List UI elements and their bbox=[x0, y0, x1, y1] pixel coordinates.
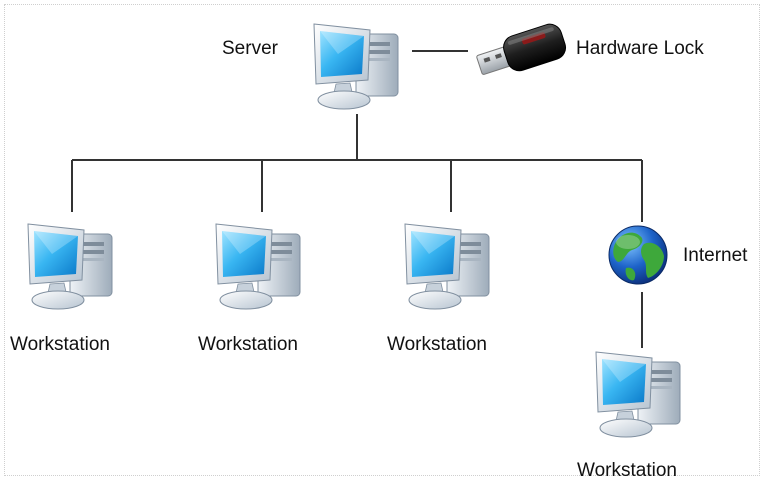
globe-icon bbox=[608, 225, 668, 285]
usb-dongle-icon bbox=[476, 23, 567, 75]
workstation-4-label: Workstation bbox=[577, 460, 677, 481]
hardware-lock-label: Hardware Lock bbox=[576, 38, 704, 59]
diagram-frame bbox=[4, 4, 760, 476]
connector-lines bbox=[71, 50, 643, 348]
workstation-2-label: Workstation bbox=[198, 334, 298, 355]
workstation-2-computer-icon bbox=[215, 223, 301, 310]
workstation-4-computer-icon bbox=[595, 351, 681, 438]
workstation-3-label: Workstation bbox=[387, 334, 487, 355]
workstation-1-computer-icon bbox=[27, 223, 113, 310]
server-computer-icon bbox=[313, 23, 399, 110]
server-label: Server bbox=[222, 38, 278, 59]
workstation-3-computer-icon bbox=[404, 223, 490, 310]
internet-label: Internet bbox=[683, 245, 748, 266]
workstation-1-label: Workstation bbox=[10, 334, 110, 355]
